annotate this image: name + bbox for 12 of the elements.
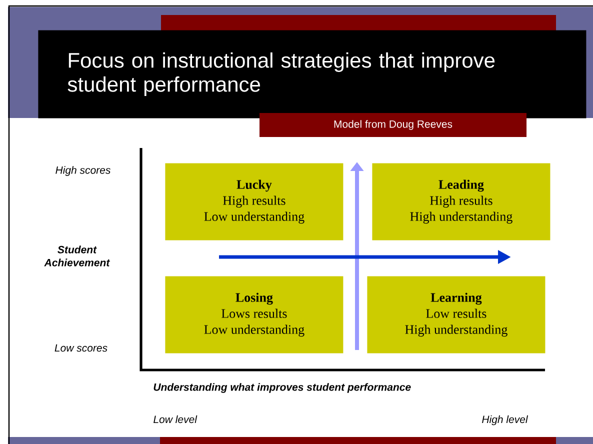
quadrant-box: Losing Lows results Low understanding xyxy=(165,276,344,354)
axis-label: Low scores xyxy=(54,344,108,352)
quadrant-box: Leading High results High understanding xyxy=(372,163,550,240)
axis-title: Understanding what improves student performance xyxy=(154,383,411,393)
axis-label: High scores xyxy=(56,166,110,176)
quadrant-box: Learning Low results High understanding xyxy=(367,276,546,354)
axis-title: Student Achievement xyxy=(44,246,110,266)
axis-label: High level xyxy=(482,415,528,426)
axis-label: Low level xyxy=(154,415,198,424)
title-bar: Focus on instructional strategies that improve student performance xyxy=(38,30,586,118)
quadrant-box: Lucky High results Low understanding xyxy=(165,163,344,240)
caption-bar: Model from Doug Reeves xyxy=(260,113,526,137)
